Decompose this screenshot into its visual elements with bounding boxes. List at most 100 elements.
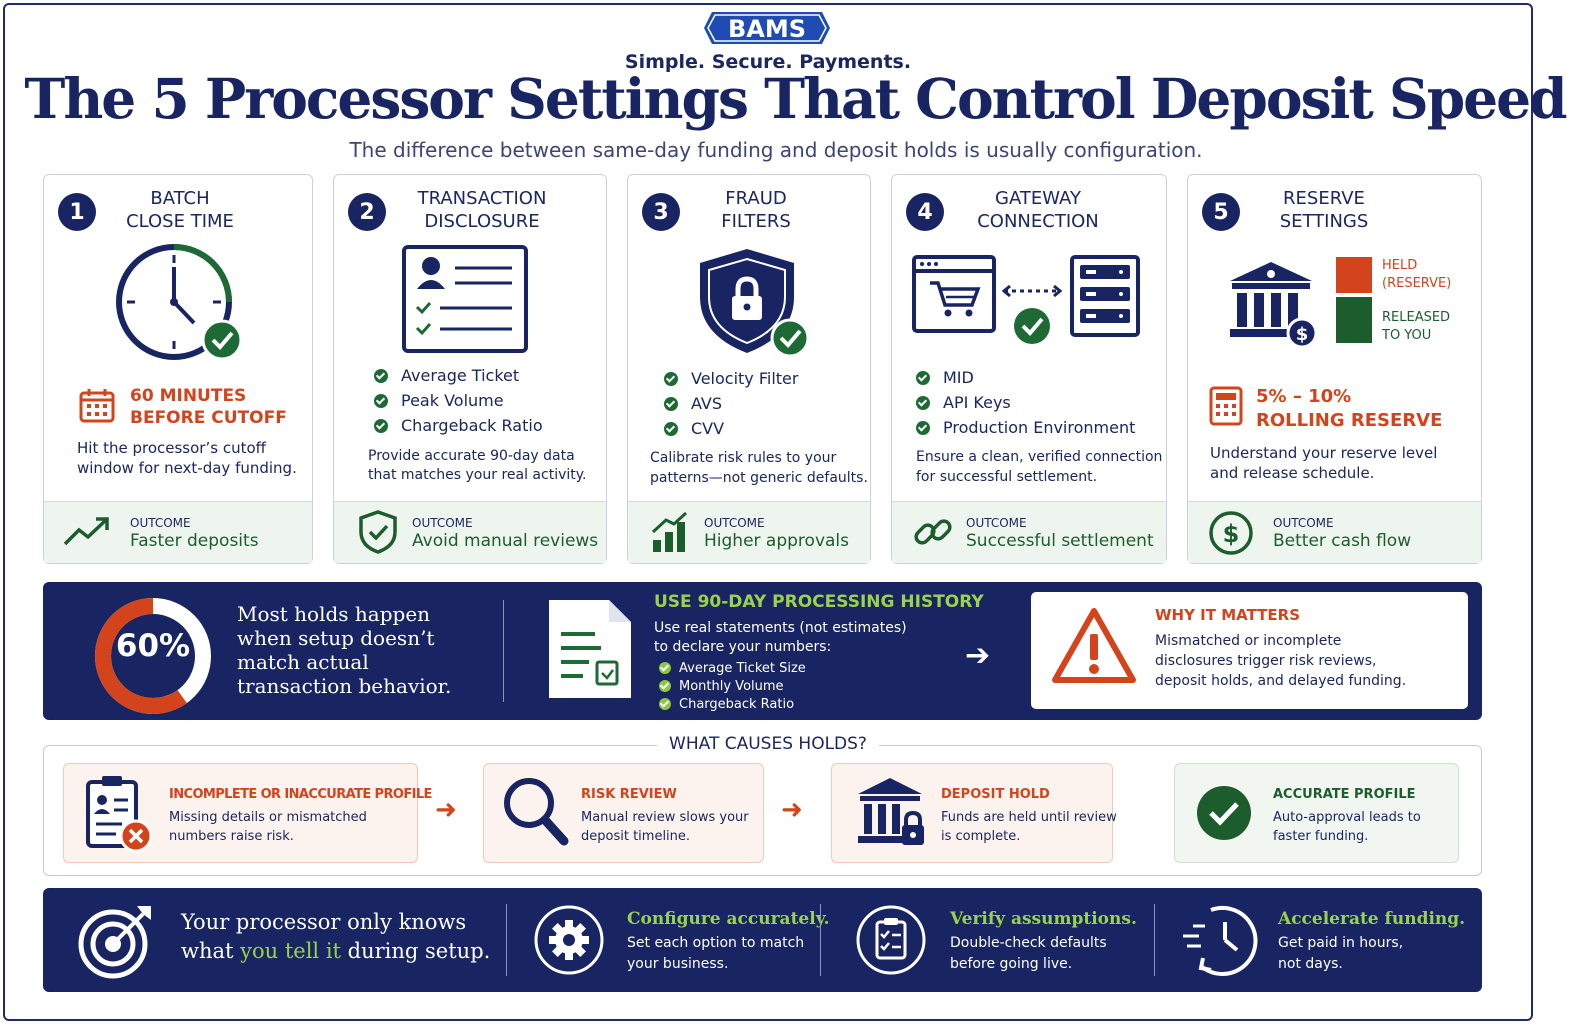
shield-lock-icon (700, 249, 810, 358)
document-icon (549, 600, 631, 698)
logo-text: BAMS (728, 15, 806, 43)
dollar-circle-icon: $ (1209, 511, 1253, 555)
list-item: API Keys (916, 390, 1135, 415)
percent-value: 60% (115, 628, 191, 664)
list-item: AVS (664, 391, 798, 416)
legend-held: HELD(RESERVE) (1382, 258, 1452, 291)
page-subtitle: The difference between same-day funding … (349, 138, 1203, 162)
card-number: 2 (348, 193, 386, 231)
card-number: 3 (642, 193, 680, 231)
fraud-filter-checklist: Velocity Filter AVS CVV (664, 366, 798, 441)
card-number: 4 (906, 193, 944, 231)
bank-lock-icon (858, 778, 924, 845)
reserve-stat: 5% – 10%ROLLING RESERVE (1256, 386, 1443, 431)
clipboard-error-icon (86, 776, 153, 853)
history-checklist: Average Ticket Size Monthly Volume Charg… (659, 659, 806, 713)
profile-form-icon (402, 245, 528, 353)
gateway-checklist: MID API Keys Production Environment (916, 365, 1135, 440)
holds-banner: 60% Most holds happen when setup doesn’t… (43, 582, 1482, 720)
clipboard-check-icon (856, 905, 926, 975)
shield-check-icon (359, 510, 397, 554)
cart-server-icon (912, 255, 1140, 344)
list-item: CVV (664, 416, 798, 441)
released-swatch (1336, 297, 1372, 343)
divider (503, 600, 504, 702)
history-heading: USE 90-DAY PROCESSING HISTORY (654, 592, 984, 612)
gear-icon (534, 905, 604, 975)
svg-text:$: $ (1223, 520, 1240, 548)
disclosure-checklist: Average Ticket Peak Volume Chargeback Ra… (374, 363, 543, 438)
card-outcome: OUTCOME Avoid manual reviews (334, 501, 606, 563)
calculator-icon (1209, 386, 1243, 426)
list-item: Average Ticket (374, 363, 543, 388)
page-title: The 5 Processor Settings That Control De… (24, 66, 1567, 131)
history-description: Use real statements (not estimates)to de… (654, 620, 907, 655)
tagline: Simple. Secure. Payments. (624, 51, 912, 73)
divider (820, 904, 821, 976)
cause-incomplete-profile: INCOMPLETE OR INACCURATE PROFILE Missing… (63, 763, 432, 863)
page-frame (3, 3, 1533, 1021)
list-item: MID (916, 365, 1135, 390)
card-outcome: $ OUTCOME Better cash flow (1188, 501, 1481, 563)
list-item: Monthly Volume (659, 677, 806, 695)
card-outcome: OUTCOME Successful settlement (892, 501, 1166, 563)
holds-statement: Most holds happen when setup doesn’t mat… (237, 602, 452, 698)
causes-heading: WHAT CAUSES HOLDS? (0, 734, 1536, 754)
chain-link-icon (914, 519, 952, 545)
divider (506, 904, 507, 976)
clock-icon (116, 244, 243, 361)
card-outcome: OUTCOME Higher approvals (628, 501, 870, 563)
held-reserve-swatch (1336, 257, 1372, 293)
cause-deposit-hold: DEPOSIT HOLD Funds are held until review… (831, 763, 1117, 863)
list-item: Average Ticket Size (659, 659, 806, 677)
percent-donut (95, 598, 211, 714)
list-item: Chargeback Ratio (659, 695, 806, 713)
arrow-right-icon: ➜ (435, 795, 457, 825)
list-item: Production Environment (916, 415, 1135, 440)
bams-logo: BAMS (704, 12, 830, 44)
magnifier-icon (504, 778, 569, 846)
card-outcome: OUTCOME Faster deposits (44, 501, 312, 563)
why-heading: WHY IT MATTERS (1155, 606, 1300, 624)
svg-text:$: $ (1296, 324, 1309, 345)
check-circle-icon (1197, 786, 1251, 840)
fast-clock-icon (1183, 906, 1258, 976)
list-item: Peak Volume (374, 388, 543, 413)
arrow-right-icon: ➔ (965, 638, 991, 673)
target-icon (78, 906, 151, 979)
list-item: Chargeback Ratio (374, 413, 543, 438)
warning-icon (1052, 608, 1136, 683)
card-number: 1 (58, 193, 96, 231)
bar-chart-icon (651, 511, 688, 552)
arrow-right-icon: ➜ (781, 795, 803, 825)
divider (1154, 904, 1155, 976)
trend-up-icon (63, 517, 109, 546)
list-item: Velocity Filter (664, 366, 798, 391)
card-number: 5 (1202, 193, 1240, 231)
footer-statement: Your processor only knows what you tell … (181, 910, 491, 963)
footer-banner: Your processor only knows what you tell … (43, 888, 1482, 992)
bank-icon: $ (1230, 262, 1318, 349)
calendar-icon (79, 389, 115, 423)
